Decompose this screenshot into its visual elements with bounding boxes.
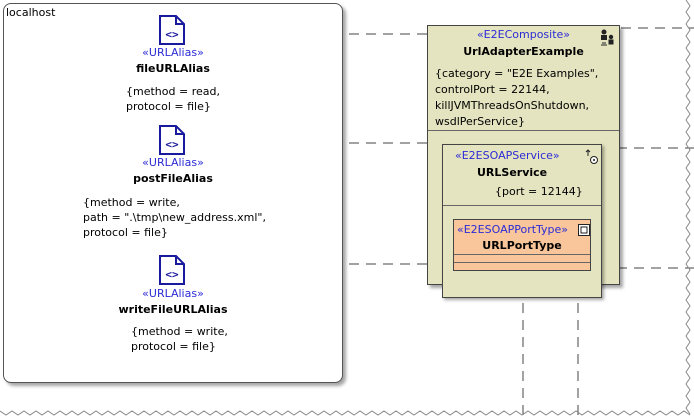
localhost-node[interactable]	[3, 3, 343, 383]
alias-stereotype: «URLAlias»	[142, 287, 204, 300]
composite-urladapterexample[interactable]: «E2EComposite» UrlAdapterExample {catego…	[427, 25, 620, 298]
composite-icon	[601, 29, 614, 46]
alias-stereotype: «URLAlias»	[142, 46, 204, 59]
composite-props: {category = "E2E Examples", controlPort …	[435, 67, 599, 128]
alias-props: {method = read, protocol = file}	[126, 85, 220, 113]
service-icon	[585, 149, 598, 164]
service-props: {port = 12144}	[495, 185, 583, 198]
alias-writefileurlalias[interactable]: «URLAlias» writeFileURLAlias	[73, 287, 273, 316]
compartment-divider	[454, 254, 590, 255]
alias-name: fileURLAlias	[136, 62, 210, 75]
alias-name: writeFileURLAlias	[118, 303, 228, 316]
svg-text:<>: <>	[165, 28, 179, 41]
composite-stereotype: «E2EComposite»	[476, 28, 571, 41]
service-name: URLService	[477, 166, 548, 179]
document-icon: <>	[159, 125, 185, 155]
alias-props: {method = write, protocol = file}	[131, 325, 228, 353]
torn-edge-bottom	[0, 410, 691, 416]
porttype-icon	[578, 224, 590, 236]
alias-fileurlalias[interactable]: «URLAlias» fileURLAlias	[73, 46, 273, 75]
porttype-urlporttype[interactable]: «E2ESOAPPortType» URLPortType	[453, 219, 591, 271]
alias-name: postFileAlias	[133, 172, 213, 185]
composite-name: UrlAdapterExample	[463, 45, 584, 58]
document-icon: <>	[159, 255, 185, 285]
document-icon: <>	[159, 15, 185, 45]
compartment-divider	[428, 130, 619, 131]
node-title: localhost	[6, 6, 56, 19]
svg-text:<>: <>	[165, 268, 179, 281]
compartment-divider	[443, 205, 601, 206]
svg-text:<>: <>	[165, 138, 179, 151]
compartment-divider	[454, 262, 590, 263]
service-urlservice[interactable]: «E2ESOAPService» URLService {port = 1214…	[442, 144, 602, 298]
alias-stereotype: «URLAlias»	[142, 156, 204, 169]
alias-props: {method = write, path = ".\tmp\new_addre…	[83, 196, 266, 239]
alias-postfilealias[interactable]: «URLAlias» postFileAlias	[73, 156, 273, 185]
porttype-stereotype: «E2ESOAPPortType»	[457, 223, 569, 236]
service-stereotype: «E2ESOAPService»	[455, 149, 560, 162]
porttype-name: URLPortType	[482, 239, 562, 252]
torn-edge-right	[685, 0, 691, 415]
